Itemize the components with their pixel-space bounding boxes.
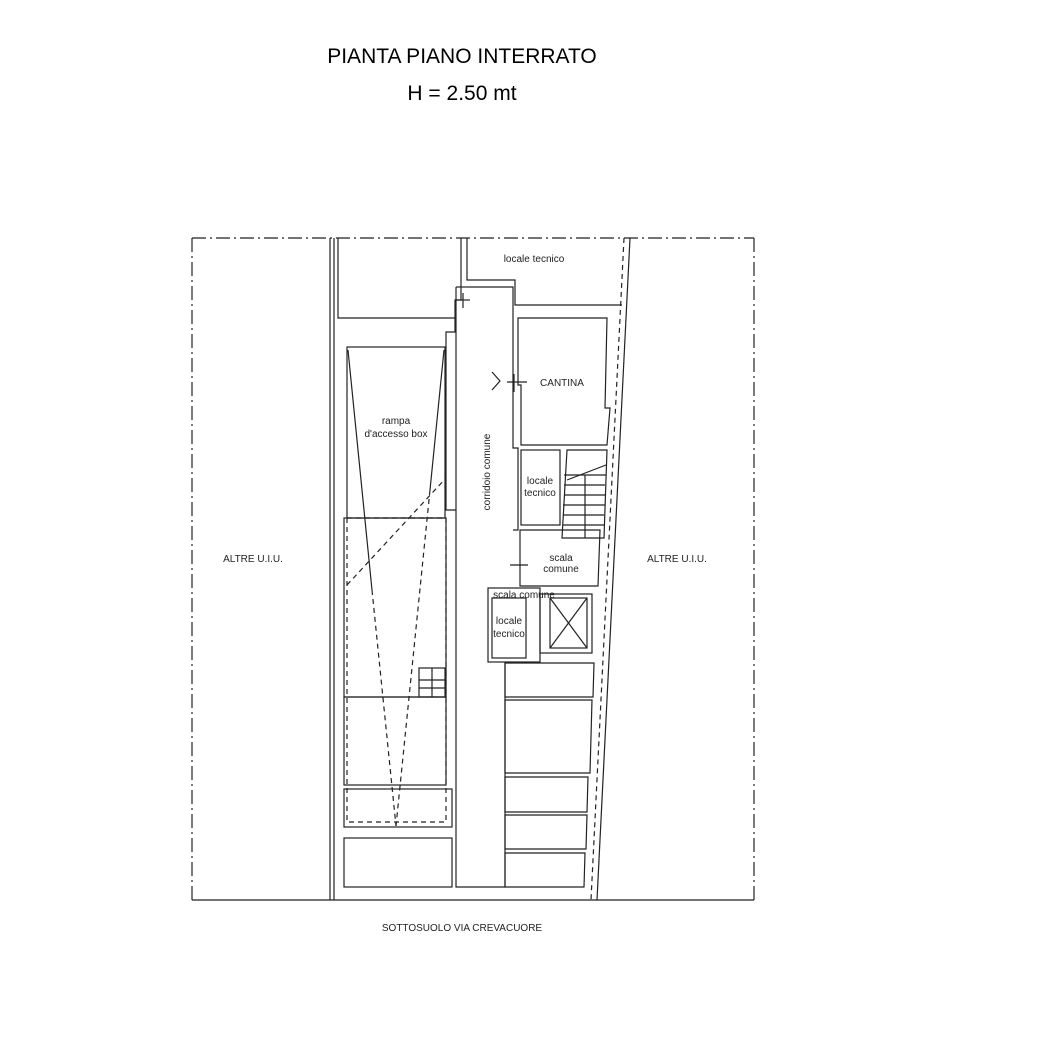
room-locale-tecnico-top <box>466 238 622 306</box>
ramp-dash-left <box>371 589 397 827</box>
left-wall-jog <box>445 318 456 511</box>
upper-left-room <box>337 238 462 319</box>
corridor-top <box>470 286 514 310</box>
label-locale-tecnico-mid: locale <box>527 476 554 487</box>
room-cantina <box>517 317 611 446</box>
label-street: SOTTOSUOLO VIA CREVACUORE <box>382 923 543 934</box>
ramp-line-right <box>429 349 445 491</box>
label-locale-tecnico-low: locale <box>496 616 523 627</box>
label-corridoio: corridoio comune <box>482 433 493 510</box>
label-locale-tecnico-low-2: tecnico <box>493 629 525 640</box>
corridor <box>455 287 506 888</box>
label-scala-comune-b: scala comune <box>493 590 555 601</box>
label-rampa-2: d'accesso box <box>364 429 427 440</box>
ramp-dash-rect <box>346 517 447 823</box>
room-scala-comune <box>519 529 601 587</box>
box-left-1 <box>343 517 447 698</box>
box-left-4 <box>343 837 453 888</box>
room-locale-tecnico-low <box>491 597 527 659</box>
label-locale-tecnico-top: locale tecnico <box>504 254 565 265</box>
box-right-3 <box>504 776 589 813</box>
box-right-5 <box>504 852 586 888</box>
label-altre-uiu-right: ALTRE U.I.U. <box>647 554 707 565</box>
label-altre-uiu-left: ALTRE U.I.U. <box>223 554 283 565</box>
label-cantina: CANTINA <box>540 378 584 389</box>
right-wall-inner <box>590 237 625 901</box>
room-locale-tecnico-mid <box>520 449 561 526</box>
box-right-2 <box>504 699 593 774</box>
ramp-line-left <box>347 349 373 591</box>
label-scala-comune-2: comune <box>543 564 579 575</box>
box-right-4 <box>504 814 588 850</box>
corridor-right-wall <box>512 310 519 531</box>
ramp-dash-diag <box>346 477 447 586</box>
stairs <box>561 449 608 539</box>
label-rampa: rampa <box>382 416 411 427</box>
ramp-dash-right <box>395 489 431 827</box>
box-right-1 <box>504 662 595 698</box>
lift-car <box>549 597 588 649</box>
box-left-3 <box>343 788 453 828</box>
plan-height: H = 2.50 mt <box>407 82 517 105</box>
door-swing <box>491 371 501 391</box>
stair-treads <box>563 464 607 538</box>
lift-x <box>549 597 588 649</box>
right-wall <box>596 237 631 901</box>
box-left-2 <box>343 696 447 786</box>
plan-title: PIANTA PIANO INTERRATO <box>327 45 597 68</box>
label-locale-tecnico-mid-2: tecnico <box>524 488 556 499</box>
lift-shaft <box>539 593 593 654</box>
label-scala-comune: scala <box>549 553 573 564</box>
